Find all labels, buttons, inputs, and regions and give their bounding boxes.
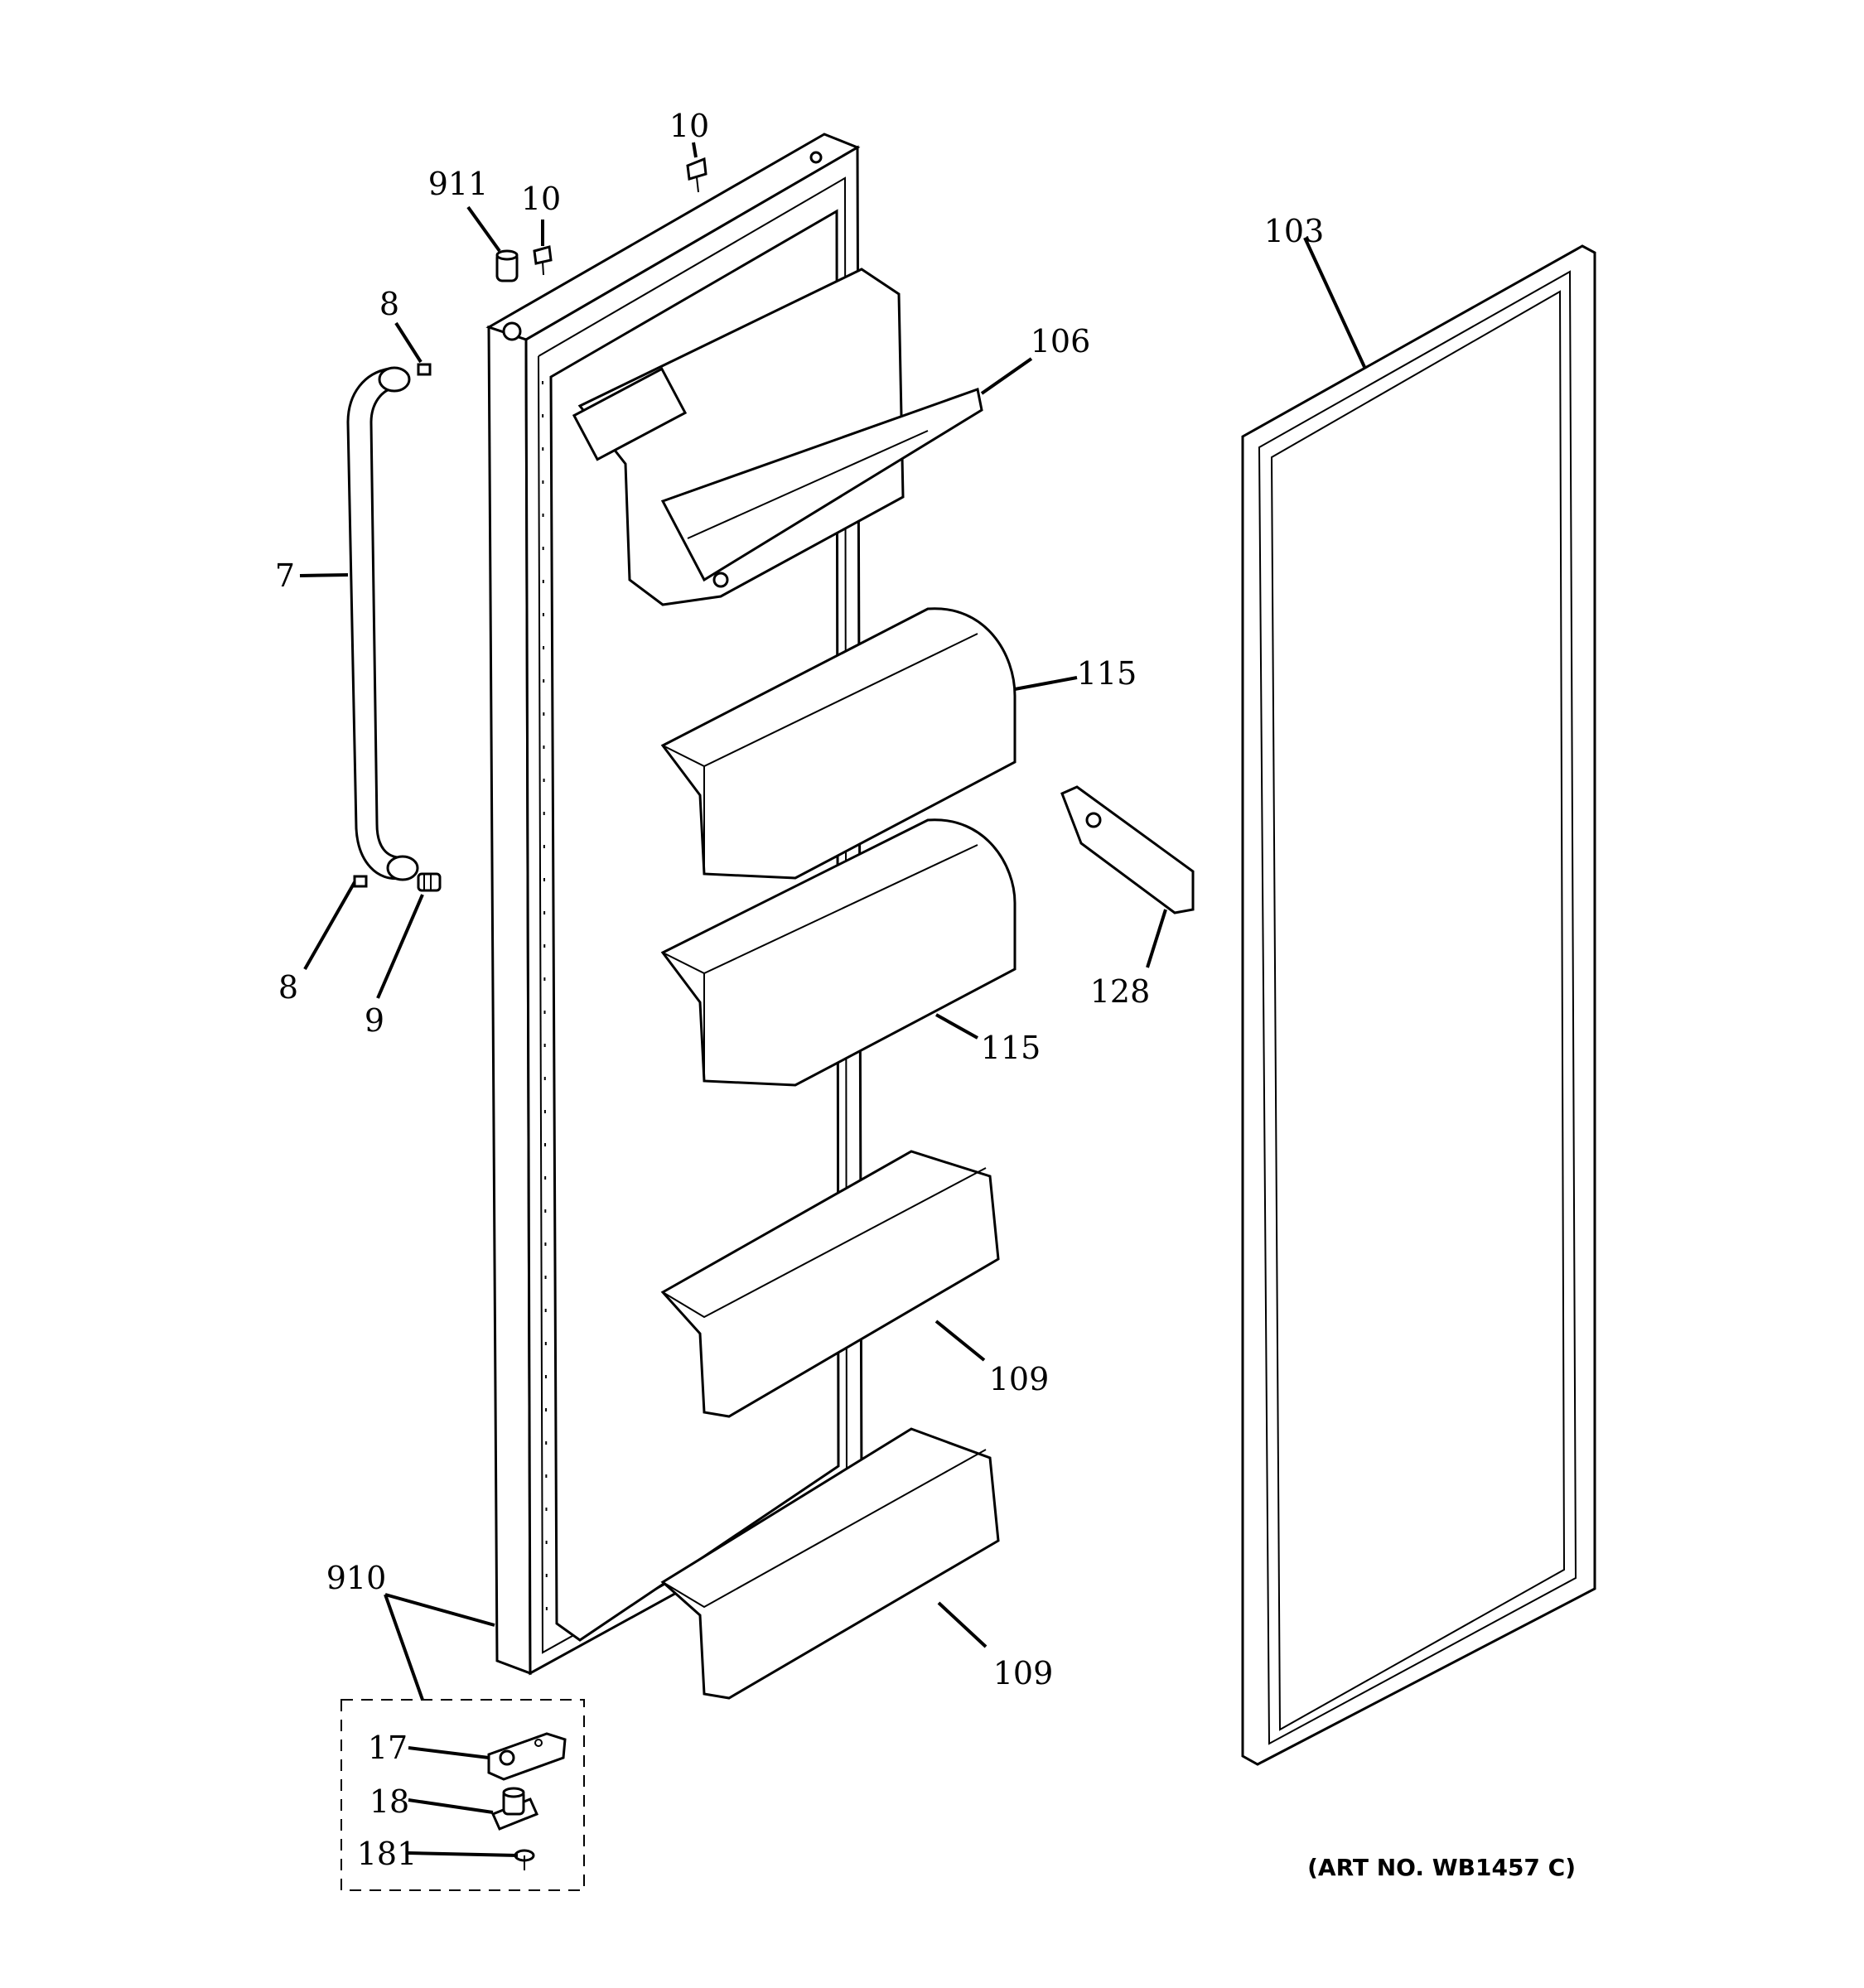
callout-9: 9 — [365, 1002, 384, 1039]
callout-910: 910 — [326, 1560, 387, 1596]
hinge-bushing-18 — [490, 1787, 539, 1831]
callout-8-top: 8 — [379, 286, 399, 322]
callout-18: 18 — [369, 1783, 409, 1820]
door-bin-115-lower — [660, 818, 1017, 1087]
hinge-screw-181 — [514, 1849, 535, 1870]
art-number: (ART NO. WB1457 C) — [1307, 1854, 1576, 1881]
door-bin-109-upper — [660, 1150, 1000, 1418]
callout-128: 128 — [1090, 973, 1151, 1010]
leader-lines — [299, 142, 1366, 1857]
callout-10-left: 10 — [521, 181, 561, 217]
callout-911: 911 — [428, 166, 489, 202]
shelf-bracket-128 — [1060, 785, 1195, 914]
door-bin-115-upper — [660, 607, 1017, 880]
hinge-plate-17 — [487, 1732, 567, 1781]
door-gasket-103 — [1241, 244, 1596, 1766]
callout-109-top: 109 — [989, 1361, 1050, 1397]
callout-115-top: 115 — [1077, 655, 1137, 692]
plug-911 — [495, 249, 519, 282]
handle-7 — [346, 366, 419, 881]
set-screw-8-top — [417, 363, 432, 376]
set-screw-8-bottom — [353, 875, 368, 888]
callout-7: 7 — [275, 557, 295, 594]
door-bin-109-lower — [660, 1427, 1000, 1700]
screw-10-left — [533, 245, 553, 276]
callout-103: 103 — [1264, 213, 1325, 249]
callout-181: 181 — [357, 1836, 418, 1872]
callout-115-bottom: 115 — [981, 1030, 1041, 1066]
stud-9 — [417, 872, 442, 892]
hinge-kit-910-box — [340, 1699, 585, 1891]
dairy-compartment — [572, 268, 983, 606]
callout-109-bottom: 109 — [993, 1655, 1054, 1691]
screw-10-top — [686, 157, 707, 193]
callout-10-top: 10 — [669, 108, 709, 144]
callout-106: 106 — [1031, 323, 1091, 359]
callout-17: 17 — [368, 1730, 408, 1766]
callout-8-bottom: 8 — [278, 969, 298, 1006]
